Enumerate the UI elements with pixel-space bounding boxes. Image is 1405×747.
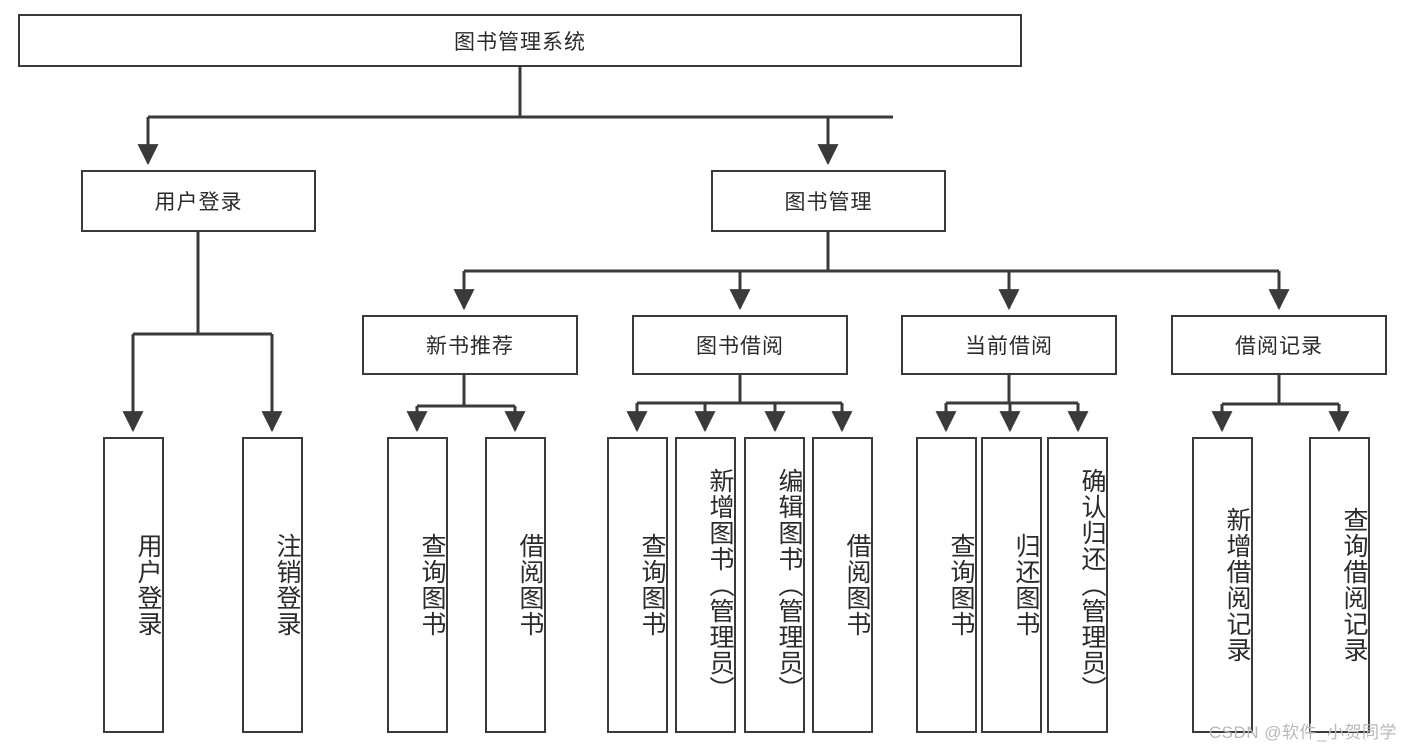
leaf-add-book-label: 新增图书（管理员）	[706, 468, 734, 702]
node-new-book-recommend[interactable]: 新书推荐	[362, 315, 578, 375]
node-book-manage-label: 图书管理	[784, 191, 873, 214]
leaf-edit-book[interactable]: 编辑图书（管理员）	[744, 437, 805, 733]
leaf-query-book-3[interactable]: 查询图书	[916, 437, 977, 733]
node-book-borrow[interactable]: 图书借阅	[632, 315, 848, 375]
leaf-borrow-book-1-label: 借阅图书	[516, 533, 544, 637]
leaf-query-book-2-label: 查询图书	[638, 533, 666, 637]
leaf-return-book[interactable]: 归还图书	[981, 437, 1042, 733]
leaf-query-book-1[interactable]: 查询图书	[387, 437, 448, 733]
leaf-return-book-label: 归还图书	[1012, 533, 1040, 637]
leaf-borrow-book-2[interactable]: 借阅图书	[812, 437, 873, 733]
node-new-book-recommend-label: 新书推荐	[426, 335, 514, 358]
node-root[interactable]: 图书管理系统	[18, 14, 1022, 67]
node-borrow-record[interactable]: 借阅记录	[1171, 315, 1387, 375]
node-user-login-label: 用户登录	[154, 191, 243, 214]
node-root-label: 图书管理系统	[454, 30, 586, 54]
leaf-query-record[interactable]: 查询借阅记录	[1309, 437, 1370, 733]
leaf-add-record[interactable]: 新增借阅记录	[1192, 437, 1253, 733]
leaf-add-book[interactable]: 新增图书（管理员）	[675, 437, 736, 733]
node-book-manage[interactable]: 图书管理	[711, 170, 946, 232]
node-current-borrow[interactable]: 当前借阅	[901, 315, 1117, 375]
node-borrow-record-label: 借阅记录	[1235, 335, 1323, 358]
leaf-user-login-label: 用户登录	[134, 533, 162, 637]
leaf-add-record-label: 新增借阅记录	[1223, 507, 1251, 663]
leaf-query-book-3-label: 查询图书	[947, 533, 975, 637]
node-current-borrow-label: 当前借阅	[965, 335, 1053, 358]
leaf-user-logout-label: 注销登录	[273, 533, 301, 637]
leaf-edit-book-label: 编辑图书（管理员）	[775, 468, 803, 702]
node-book-borrow-label: 图书借阅	[696, 335, 784, 358]
watermark-text: CSDN @软件_小贺同学	[1208, 723, 1397, 742]
leaf-borrow-book-2-label: 借阅图书	[843, 533, 871, 637]
leaf-confirm-return[interactable]: 确认归还（管理员）	[1047, 437, 1108, 733]
leaf-user-logout[interactable]: 注销登录	[242, 437, 303, 733]
leaf-query-record-label: 查询借阅记录	[1340, 507, 1368, 663]
leaf-query-book-2[interactable]: 查询图书	[607, 437, 668, 733]
leaf-confirm-return-label: 确认归还（管理员）	[1078, 468, 1106, 702]
leaf-borrow-book-1[interactable]: 借阅图书	[485, 437, 546, 733]
leaf-user-login[interactable]: 用户登录	[103, 437, 164, 733]
node-user-login[interactable]: 用户登录	[81, 170, 316, 232]
leaf-query-book-1-label: 查询图书	[418, 533, 446, 637]
